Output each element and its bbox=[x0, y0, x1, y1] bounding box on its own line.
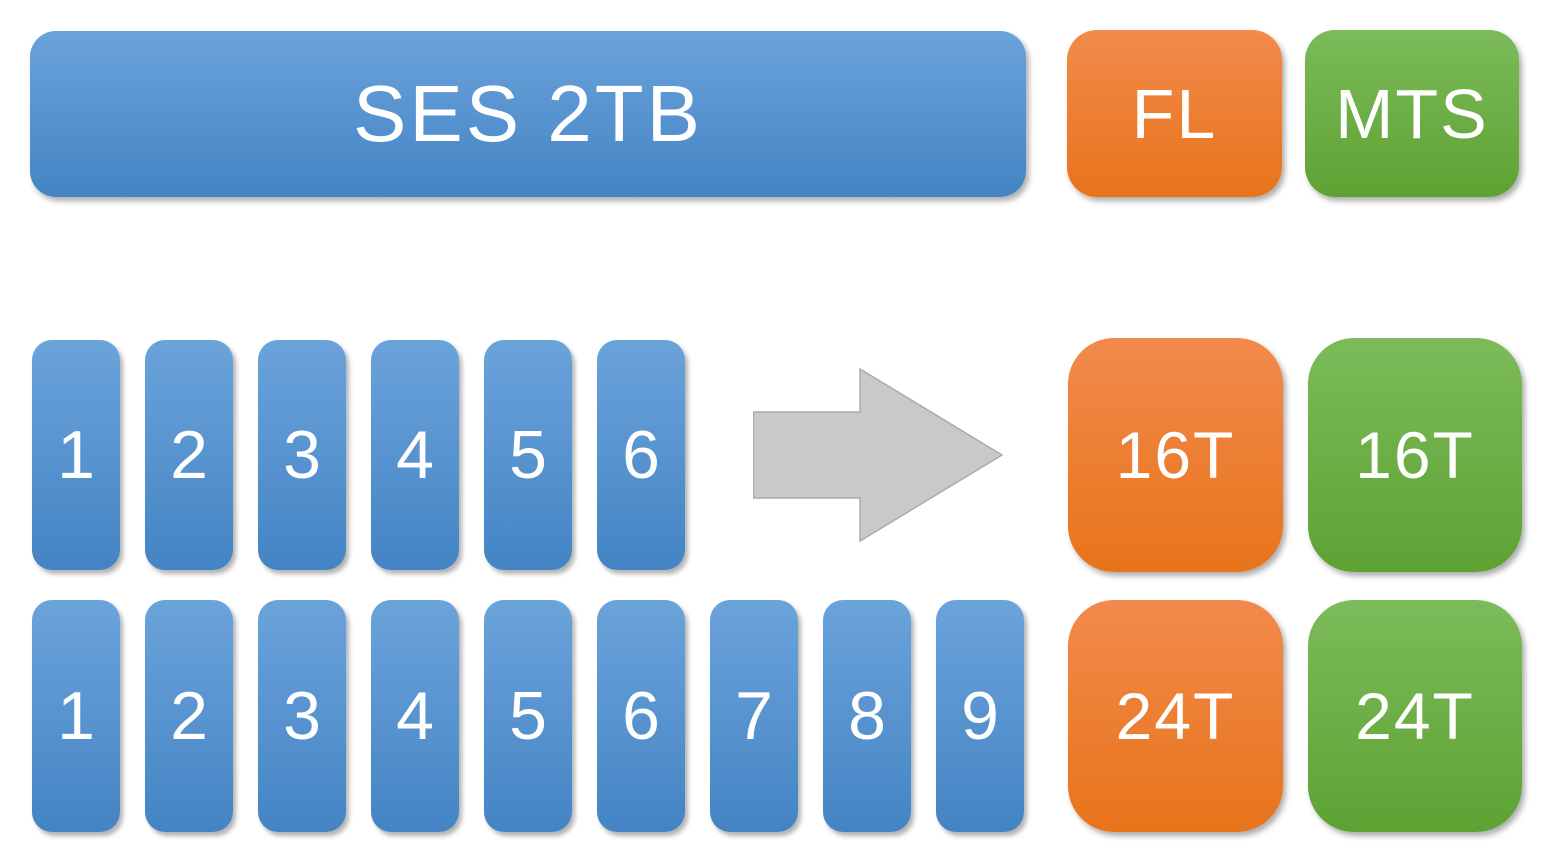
disk-bar: 8 bbox=[823, 600, 911, 832]
mts-16t-block: 16T bbox=[1308, 338, 1522, 572]
disk-bar: 7 bbox=[710, 600, 798, 832]
ses-2tb-block: SES 2TB bbox=[30, 31, 1026, 197]
right-arrow-icon bbox=[753, 368, 1003, 542]
disk-bar: 6 bbox=[597, 600, 685, 832]
disk-row-1: 1 2 3 4 5 6 bbox=[32, 340, 685, 570]
fl-block: FL bbox=[1067, 30, 1282, 197]
disk-bar: 3 bbox=[258, 600, 346, 832]
fl-24t-block: 24T bbox=[1068, 600, 1283, 832]
mts-24t-block: 24T bbox=[1308, 600, 1522, 832]
disk-bar: 4 bbox=[371, 600, 459, 832]
disk-bar: 9 bbox=[936, 600, 1024, 832]
disk-bar: 5 bbox=[484, 340, 572, 570]
disk-bar: 2 bbox=[145, 600, 233, 832]
disk-bar: 6 bbox=[597, 340, 685, 570]
disk-bar: 4 bbox=[371, 340, 459, 570]
disk-bar: 2 bbox=[145, 340, 233, 570]
disk-bar: 3 bbox=[258, 340, 346, 570]
disk-bar: 5 bbox=[484, 600, 572, 832]
disk-bar: 1 bbox=[32, 340, 120, 570]
disk-bar: 1 bbox=[32, 600, 120, 832]
mts-block: MTS bbox=[1305, 30, 1519, 197]
fl-16t-block: 16T bbox=[1068, 338, 1283, 572]
disk-row-2: 1 2 3 4 5 6 7 8 9 bbox=[32, 600, 1024, 832]
